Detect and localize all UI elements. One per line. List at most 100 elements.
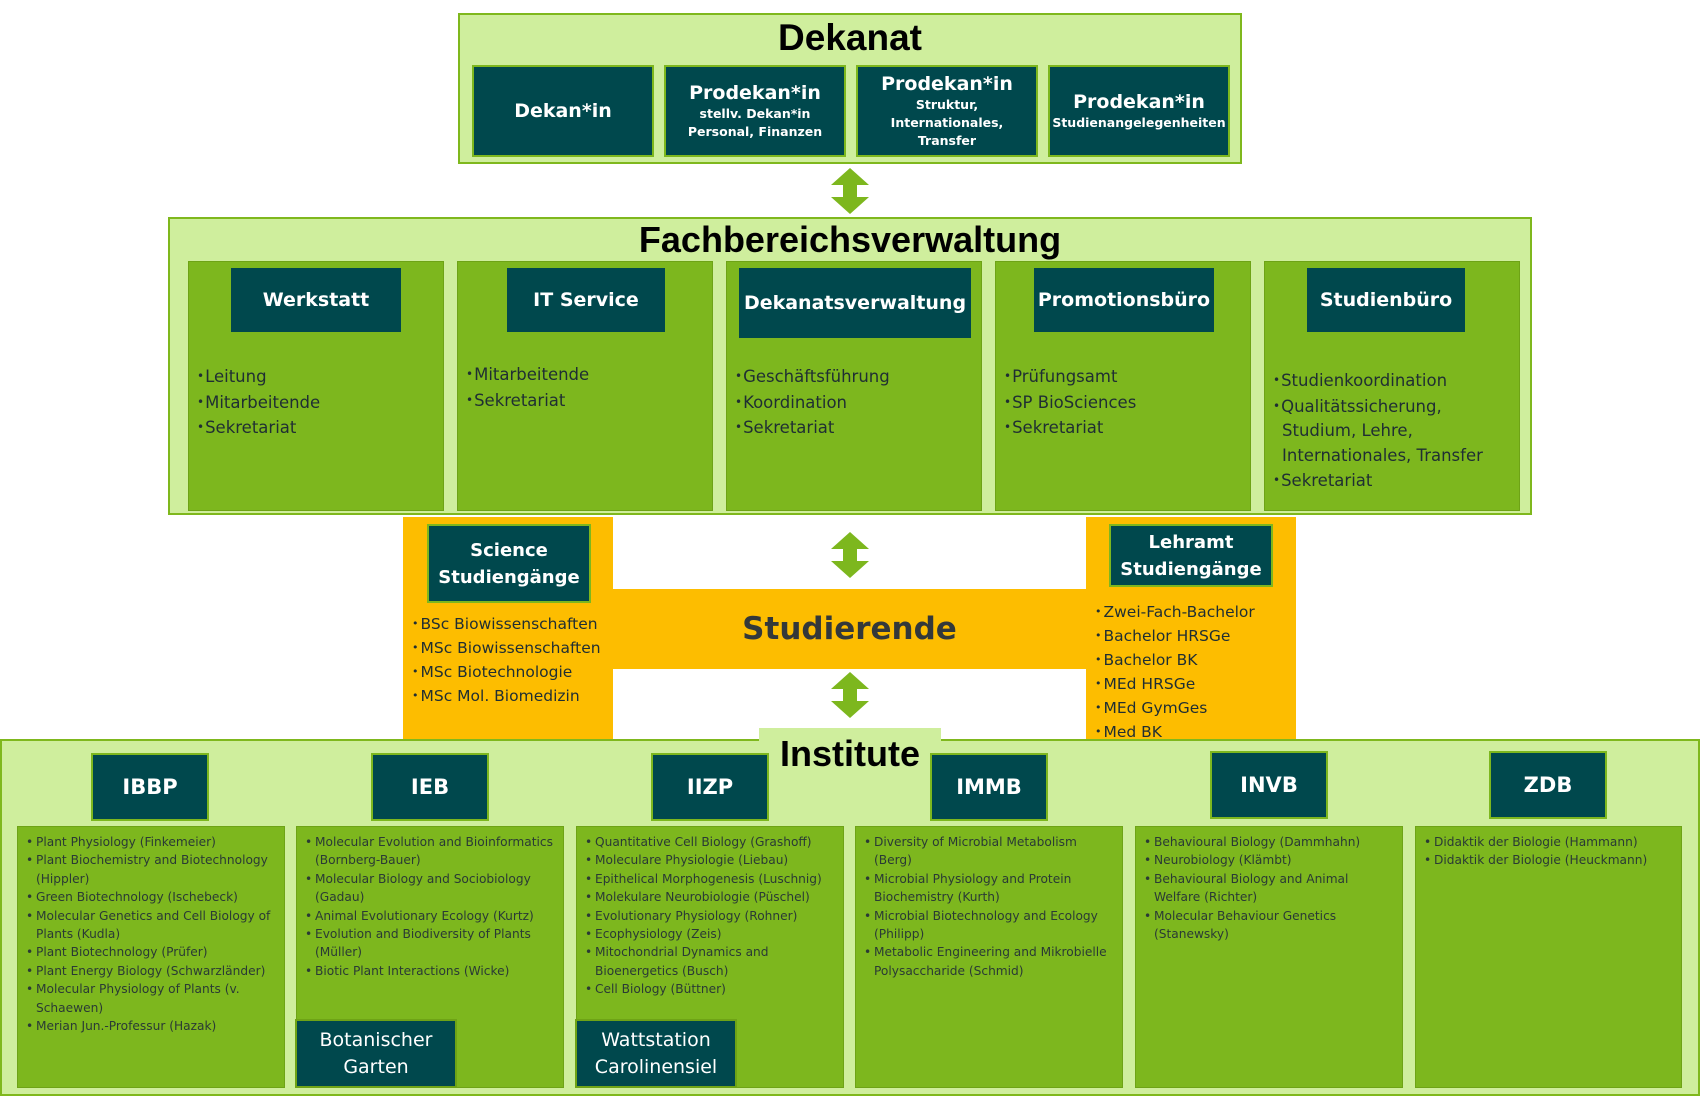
program-item: Med BK (1095, 720, 1255, 744)
role-prodekan-struktur[interactable]: Prodekan*in Struktur, Internationales, T… (856, 65, 1038, 157)
unit-item: Studienkoordination (1273, 368, 1503, 394)
role-prodekan-finanzen[interactable]: Prodekan*in stellv. Dekan*in Personal, F… (664, 65, 846, 157)
role-title: Prodekan*in (689, 82, 821, 104)
role-subtitle: Transfer (917, 133, 977, 148)
research-group: Plant Biotechnology (Prüfer) (26, 943, 280, 961)
institute-title: Institute (780, 733, 920, 774)
research-group: Didaktik der Biologie (Hammann) (1424, 833, 1677, 851)
facility-line: Carolinensiel (594, 1055, 718, 1078)
studierende-bar: Studierende (613, 589, 1086, 669)
institute-header-iizp[interactable]: IIZP (651, 753, 769, 821)
role-prodekan-studien[interactable]: Prodekan*in Studienangelegenheiten (1048, 65, 1230, 157)
unit-items: Geschäftsführung Koordination Sekretaria… (735, 364, 890, 441)
research-group: Moleculare Physiologie (Liebau) (585, 851, 839, 869)
program-item: MEd GymGes (1095, 696, 1255, 720)
institute-ibbp[interactable]: Plant Physiology (Finkemeier) Plant Bioc… (17, 826, 285, 1088)
unit-item: Sekretariat (1004, 415, 1136, 441)
research-group: Microbial Biotechnology and Ecology (Phi… (864, 907, 1118, 944)
role-title: Prodekan*in (1073, 91, 1205, 113)
institute-header-ibbp[interactable]: IBBP (91, 753, 209, 821)
research-group: Behavioural Biology and Animal Welfare (… (1144, 870, 1398, 907)
research-group: Molecular Behaviour Genetics (Stanewsky) (1144, 907, 1398, 944)
research-group-list: Diversity of Microbial Metabolism (Berg)… (864, 833, 1118, 980)
research-group: Molekulare Neurobiologie (Püschel) (585, 888, 839, 906)
research-group: Molecular Physiology of Plants (v. Schae… (26, 980, 280, 1017)
research-group: Merian Jun.-Professur (Hazak) (26, 1017, 280, 1035)
unit-studienbuero[interactable]: Studienbüro Studienkoordination Qualität… (1264, 261, 1520, 511)
research-group: Plant Physiology (Finkemeier) (26, 833, 280, 851)
unit-item: Leitung (197, 364, 320, 390)
institute-immb[interactable]: Diversity of Microbial Metabolism (Berg)… (855, 826, 1123, 1088)
unit-header: Promotionsbüro (1032, 266, 1216, 334)
program-item: MSc Biotechnologie (412, 660, 601, 684)
fachbereich-title: Fachbereichsverwaltung (638, 219, 1062, 260)
unit-promotionsbuero[interactable]: Promotionsbüro Prüfungsamt SP BioScience… (995, 261, 1251, 511)
institute-header-ieb[interactable]: IEB (371, 753, 489, 821)
program-item: MSc Mol. Biomedizin (412, 684, 601, 708)
fachbereichsverwaltung-panel: Fachbereichsverwaltung Werkstatt Leitung… (168, 217, 1532, 515)
institute-header-zdb[interactable]: ZDB (1489, 751, 1607, 819)
research-group: Evolution and Biodiversity of Plants (Mü… (305, 925, 559, 962)
lehramt-program-list: Zwei-Fach-Bachelor Bachelor HRSGe Bachel… (1095, 600, 1255, 744)
research-group: Molecular Biology and Sociobiology (Gada… (305, 870, 559, 907)
research-group: Cell Biology (Büttner) (585, 980, 839, 998)
studierende-title: Studierende (742, 611, 957, 647)
unit-item: Sekretariat (466, 388, 589, 414)
role-title: Dekan*in (514, 100, 612, 122)
research-group: Metabolic Engineering and Mikrobielle Po… (864, 943, 1118, 980)
dekanat-panel: Dekanat Dekan*in Prodekan*in stellv. Dek… (458, 13, 1242, 164)
unit-dekanatsverwaltung[interactable]: Dekanatsverwaltung Geschäftsführung Koor… (726, 261, 982, 511)
double-arrow-icon (831, 672, 869, 718)
unit-items: Prüfungsamt SP BioSciences Sekretariat (1004, 364, 1136, 441)
research-group: Neurobiology (Klämbt) (1144, 851, 1398, 869)
research-group-list: Molecular Evolution and Bioinformatics (… (305, 833, 559, 980)
role-subtitle: Studienangelegenheiten (1052, 115, 1226, 130)
wattstation-box[interactable]: Wattstation Carolinensiel (575, 1019, 737, 1088)
header-line: Studiengänge (438, 566, 580, 588)
unit-item: Prüfungsamt (1004, 364, 1136, 390)
facility-line: Botanischer (319, 1028, 433, 1051)
header-line: Science (470, 539, 548, 561)
unit-items: Leitung Mitarbeitende Sekretariat (197, 364, 320, 441)
unit-header: Dekanatsverwaltung (737, 266, 973, 340)
unit-header: IT Service (505, 266, 667, 334)
role-title: Prodekan*in (881, 73, 1013, 95)
facility-line: Wattstation (601, 1028, 711, 1051)
program-item: BSc Biowissenschaften (412, 612, 601, 636)
institute-zdb[interactable]: Didaktik der Biologie (Hammann) Didaktik… (1415, 826, 1682, 1088)
research-group: Plant Energy Biology (Schwarzländer) (26, 962, 280, 980)
research-group-list: Didaktik der Biologie (Hammann) Didaktik… (1424, 833, 1677, 870)
unit-items: Mitarbeitende Sekretariat (466, 362, 589, 413)
unit-it-service[interactable]: IT Service Mitarbeitende Sekretariat (457, 261, 713, 511)
header-line: Lehramt (1148, 531, 1234, 553)
science-header[interactable]: Science Studiengänge (427, 524, 591, 603)
institute-header-immb[interactable]: IMMB (930, 753, 1048, 821)
research-group: Molecular Genetics and Cell Biology of P… (26, 907, 280, 944)
institute-iizp[interactable]: Quantitative Cell Biology (Grashoff) Mol… (575, 826, 844, 1088)
institute-header-invb[interactable]: INVB (1210, 751, 1328, 819)
research-group: Didaktik der Biologie (Heuckmann) (1424, 851, 1677, 869)
institute-ieb[interactable]: Molecular Evolution and Bioinformatics (… (295, 826, 564, 1088)
institute-invb[interactable]: Behavioural Biology (Dammhahn) Neurobiol… (1135, 826, 1403, 1088)
unit-header: Studienbüro (1305, 266, 1467, 334)
unit-werkstatt[interactable]: Werkstatt Leitung Mitarbeitende Sekretar… (188, 261, 444, 511)
institute-title-tab (759, 728, 941, 768)
unit-item: Geschäftsführung (735, 364, 890, 390)
dekanat-title: Dekanat (778, 17, 922, 58)
research-group: Green Biotechnology (Ischebeck) (26, 888, 280, 906)
unit-item: Sekretariat (735, 415, 890, 441)
unit-items: Studienkoordination Qualitätssicherung, … (1273, 368, 1503, 494)
science-program-list: BSc Biowissenschaften MSc Biowissenschaf… (412, 612, 601, 708)
research-group: Epithelical Morphogenesis (Luschnig) (585, 870, 839, 888)
lehramt-header[interactable]: Lehramt Studiengänge (1109, 524, 1273, 587)
unit-item: SP BioSciences (1004, 390, 1136, 416)
unit-item: Sekretariat (197, 415, 320, 441)
lehramt-programs-panel: Lehramt Studiengänge Zwei-Fach-Bachelor … (1086, 517, 1296, 741)
research-group: Animal Evolutionary Ecology (Kurtz) (305, 907, 559, 925)
science-programs-panel: Science Studiengänge BSc Biowissenschaft… (403, 517, 613, 740)
research-group: Diversity of Microbial Metabolism (Berg) (864, 833, 1118, 870)
botanischer-garten-box[interactable]: Botanischer Garten (295, 1019, 457, 1088)
double-arrow-icon (831, 168, 869, 214)
program-item: Bachelor HRSGe (1095, 624, 1255, 648)
role-dekan[interactable]: Dekan*in (472, 65, 654, 157)
